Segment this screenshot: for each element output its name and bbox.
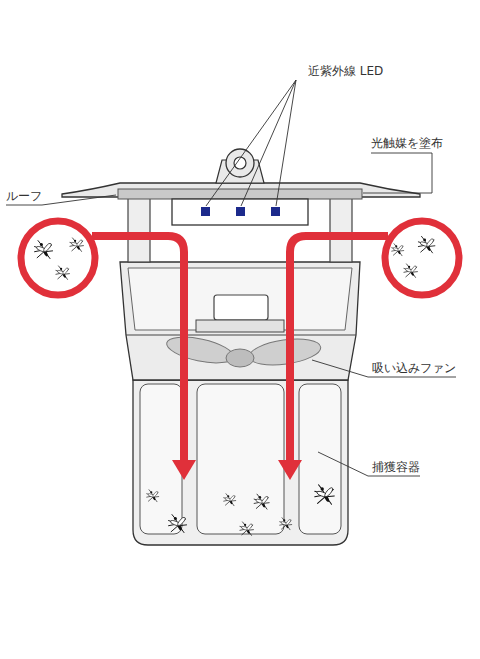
part-label: 捕獲容器 <box>372 460 420 474</box>
part-label: 吸い込みファン <box>372 361 456 375</box>
capture-container <box>133 380 348 545</box>
support-posts <box>128 198 352 262</box>
led-unit <box>172 199 308 225</box>
airflow-arrows <box>92 236 388 462</box>
mosquitoes <box>35 236 435 535</box>
arrow-head <box>278 460 302 480</box>
photocatalyst-coating <box>118 189 362 199</box>
part-label: 近紫外線 LED <box>308 64 383 78</box>
trap-body <box>120 262 360 380</box>
part-label: 光触媒を塗布 <box>371 136 443 150</box>
mosquito-circle <box>385 221 459 295</box>
arrow-head <box>172 460 196 480</box>
mosquito-circle <box>21 221 95 295</box>
suction-fan <box>164 332 322 369</box>
part-label: ルーフ <box>6 189 42 203</box>
leader-lines <box>6 80 456 476</box>
